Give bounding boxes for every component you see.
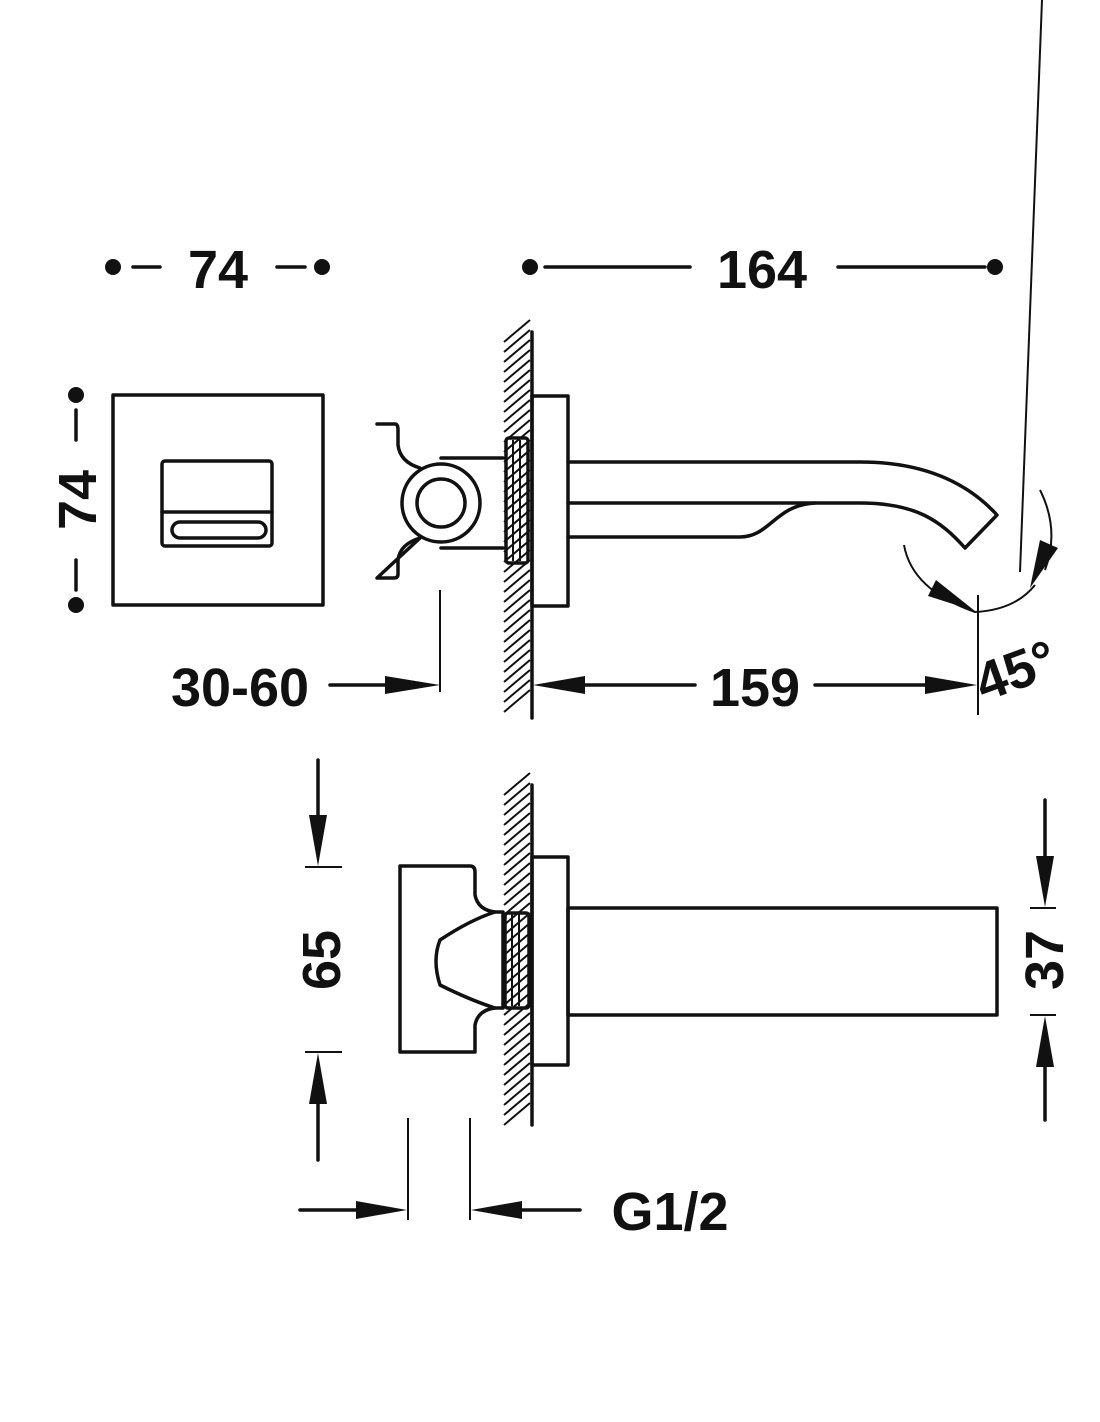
hatch-line bbox=[503, 379, 531, 403]
hatch-line bbox=[503, 802, 531, 826]
dim-label-handle-height: 65 bbox=[292, 930, 352, 990]
hatch-line bbox=[503, 1082, 531, 1106]
hatch-line bbox=[503, 329, 531, 353]
hatch-line bbox=[503, 479, 531, 503]
hatch-line bbox=[503, 539, 531, 563]
hatch-line bbox=[503, 549, 531, 573]
hatch-line bbox=[503, 912, 531, 936]
hatch-line bbox=[503, 349, 531, 373]
hatch-line bbox=[503, 952, 531, 976]
hatch-line bbox=[503, 872, 531, 896]
hatch-line bbox=[503, 922, 531, 946]
dim-label-front-width: 74 bbox=[188, 240, 248, 300]
dim-label-swivel-angle: 45° bbox=[967, 629, 1064, 713]
hatch-line bbox=[503, 1022, 531, 1046]
hatch-line bbox=[503, 942, 531, 966]
thread-ring bbox=[504, 436, 530, 565]
hatch-line bbox=[503, 689, 531, 713]
dim-label-total-depth: 164 bbox=[717, 240, 807, 300]
spout bbox=[566, 460, 999, 550]
hatch-line bbox=[503, 862, 531, 886]
hatch-line bbox=[503, 439, 531, 463]
hatch-line bbox=[503, 982, 531, 1006]
hatch-line bbox=[503, 1032, 531, 1056]
dim-total-depth: 164 bbox=[522, 240, 1003, 300]
hatch-line bbox=[503, 659, 531, 683]
hatch-line bbox=[503, 589, 531, 613]
hatch-line bbox=[503, 509, 531, 533]
hatch-line bbox=[503, 1012, 531, 1036]
dim-label-spout-height: 37 bbox=[1015, 930, 1075, 990]
flange bbox=[530, 394, 570, 608]
hatch-line bbox=[503, 842, 531, 866]
hatch-line bbox=[503, 629, 531, 653]
hatch-line bbox=[503, 992, 531, 1016]
hatch-line bbox=[503, 579, 531, 603]
front-view-plate bbox=[111, 393, 325, 607]
hatch-line bbox=[503, 932, 531, 956]
hatch-line bbox=[503, 1052, 531, 1076]
dim-front-width: 74 bbox=[105, 240, 330, 300]
handle-top bbox=[398, 864, 505, 1054]
hatch-line bbox=[503, 772, 531, 796]
hatch-line bbox=[503, 812, 531, 836]
top-view-faucet bbox=[398, 855, 999, 1067]
hatch-line bbox=[503, 782, 531, 806]
hatch-line bbox=[503, 669, 531, 693]
dim-label-front-height: 74 bbox=[48, 470, 108, 530]
dim-handle-height: 65 bbox=[292, 758, 352, 1162]
handle-cross bbox=[375, 422, 422, 580]
hatch-line bbox=[503, 832, 531, 856]
hatch-line bbox=[503, 649, 531, 673]
hatch-line bbox=[503, 319, 531, 343]
hatch-line bbox=[503, 489, 531, 513]
hatch-line bbox=[503, 1072, 531, 1096]
hatch-line bbox=[503, 1042, 531, 1066]
hatch-line bbox=[503, 679, 531, 703]
hatch-line bbox=[503, 399, 531, 423]
side-view-faucet bbox=[375, 394, 999, 608]
hatch-line bbox=[503, 449, 531, 473]
handle-hub bbox=[400, 462, 482, 544]
hatch-line bbox=[503, 429, 531, 453]
hatch-line bbox=[503, 962, 531, 986]
hatch-line bbox=[503, 569, 531, 593]
hatch-line bbox=[503, 529, 531, 553]
hatch-line bbox=[503, 409, 531, 433]
spout-top bbox=[566, 906, 999, 1017]
hatch-line bbox=[503, 1092, 531, 1116]
hatch-line bbox=[503, 339, 531, 363]
hatch-line bbox=[503, 1062, 531, 1086]
hatch-line bbox=[503, 369, 531, 393]
dim-spout-projection: 159 bbox=[533, 595, 979, 718]
hatch-line bbox=[503, 1102, 531, 1126]
hatch-line bbox=[503, 609, 531, 633]
dim-label-spout-projection: 159 bbox=[710, 658, 800, 718]
dim-front-height: 74 bbox=[48, 387, 108, 613]
hatch-line bbox=[503, 882, 531, 906]
hatch-line bbox=[503, 792, 531, 816]
dim-wall-gap: 30-60 bbox=[171, 590, 441, 718]
hatch-line bbox=[503, 389, 531, 413]
hatch-line bbox=[503, 519, 531, 543]
lever-slot bbox=[170, 520, 268, 540]
hatch-line bbox=[503, 499, 531, 523]
hatch-line bbox=[503, 359, 531, 383]
dim-spout-height: 37 bbox=[1015, 798, 1075, 1122]
hatch-line bbox=[503, 822, 531, 846]
hatch-line bbox=[503, 469, 531, 493]
hatch-line bbox=[503, 619, 531, 643]
hatch-line bbox=[503, 852, 531, 876]
dim-connection: G1/2 bbox=[298, 1118, 729, 1242]
dim-label-connection: G1/2 bbox=[611, 1182, 728, 1242]
hatch-line bbox=[503, 599, 531, 623]
hatch-line bbox=[503, 639, 531, 663]
dim-swivel-angle: 45° bbox=[903, 0, 1064, 713]
dim-label-wall-gap: 30-60 bbox=[171, 658, 309, 718]
hatch-line bbox=[503, 972, 531, 996]
hatch-line bbox=[503, 459, 531, 483]
